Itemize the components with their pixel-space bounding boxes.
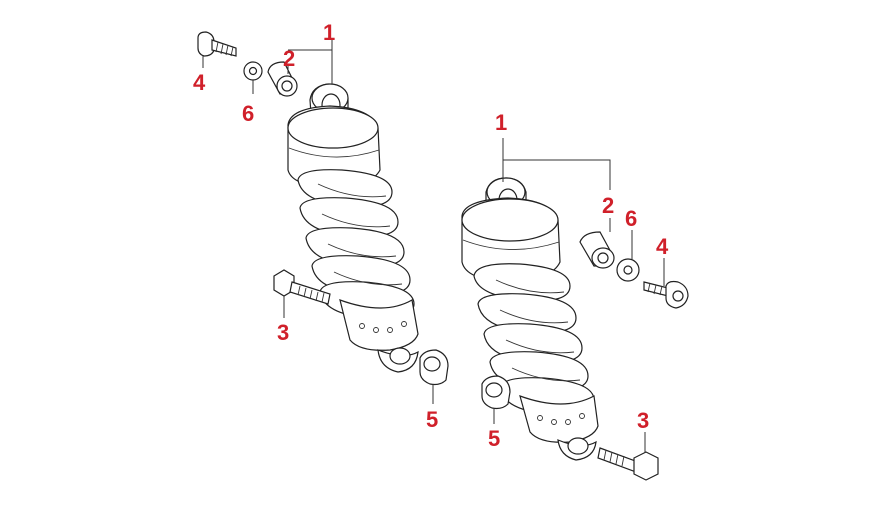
callout-right-nut: 5 bbox=[488, 426, 500, 451]
right-shock-absorber bbox=[461, 177, 599, 461]
callout-right-upper-bolt: 4 bbox=[656, 234, 669, 259]
left-shock-lower-body bbox=[339, 299, 419, 373]
right-bush bbox=[579, 231, 615, 269]
right-nut bbox=[481, 375, 511, 410]
callout-left-lower-bolt: 3 bbox=[277, 320, 289, 345]
left-washer bbox=[243, 61, 263, 81]
left-nut bbox=[419, 349, 449, 386]
left-shock-spring bbox=[297, 169, 415, 319]
right-shock-upper-cover bbox=[461, 197, 561, 283]
left-lower-bolt bbox=[273, 269, 331, 305]
leader-lines bbox=[202, 40, 665, 452]
callout-left-upper-bolt: 4 bbox=[193, 70, 206, 95]
callout-right-washer: 6 bbox=[625, 206, 637, 231]
callout-labels: 1 2 4 6 3 5 1 2 6 4 3 5 bbox=[193, 20, 669, 451]
left-shock-absorber bbox=[287, 83, 419, 373]
callout-left-shock: 1 bbox=[323, 20, 335, 45]
right-shock-lower-body bbox=[519, 395, 599, 461]
callout-right-shock: 1 bbox=[495, 110, 507, 135]
right-washer bbox=[616, 258, 640, 282]
callout-left-nut: 5 bbox=[426, 407, 438, 432]
right-lower-bolt bbox=[597, 447, 659, 481]
right-upper-bolt bbox=[643, 280, 689, 309]
left-upper-bolt bbox=[197, 31, 237, 57]
callout-left-washer: 6 bbox=[242, 101, 254, 126]
callout-left-bush: 2 bbox=[283, 46, 295, 71]
callout-right-lower-bolt: 3 bbox=[637, 408, 649, 433]
callout-right-bush: 2 bbox=[602, 193, 614, 218]
